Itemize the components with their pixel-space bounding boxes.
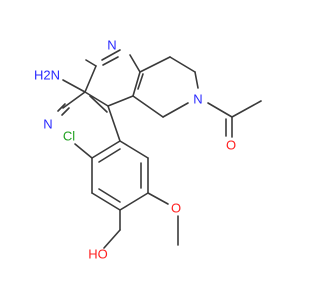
bond <box>74 143 93 159</box>
bond <box>207 102 233 118</box>
bond <box>91 140 121 159</box>
bond <box>107 105 121 142</box>
bond-lines <box>57 49 262 249</box>
amino-group-label: H2N <box>34 68 60 83</box>
bond <box>85 59 97 67</box>
bond <box>132 71 141 97</box>
bond <box>119 192 149 211</box>
bond <box>107 95 134 107</box>
bond <box>119 140 149 159</box>
ring-nitrogen-label: N <box>107 38 116 53</box>
bond <box>101 49 121 61</box>
bond <box>194 71 199 89</box>
bond <box>89 95 108 113</box>
bond <box>137 73 144 90</box>
bond <box>84 91 109 107</box>
bond <box>84 65 97 93</box>
bond <box>98 148 121 163</box>
nitrile-nitrogen-label: N <box>43 117 52 132</box>
hydroxyl-label: HO <box>88 247 108 262</box>
bond <box>129 54 141 73</box>
carbonyl-oxygen-label: O <box>226 138 236 153</box>
bond <box>162 102 189 118</box>
atom-labels: N H2N N N O Cl O HO <box>34 38 236 262</box>
bond <box>147 192 169 205</box>
bond <box>62 91 86 109</box>
bond <box>61 107 70 116</box>
bond <box>98 188 121 203</box>
bond <box>132 95 164 118</box>
methoxy-oxygen-label: O <box>171 201 181 216</box>
bond <box>91 192 121 211</box>
bond <box>139 56 171 73</box>
bond <box>62 79 86 93</box>
bond <box>102 56 119 66</box>
molecule-canvas: N H2N N N O Cl O HO <box>33 37 262 262</box>
bond <box>103 229 121 249</box>
chlorine-label: Cl <box>63 129 75 144</box>
bond <box>57 103 66 112</box>
bond <box>231 100 262 118</box>
amide-nitrogen-label: N <box>193 92 202 107</box>
bond <box>169 56 196 73</box>
molecule-structure: N H2N N N O Cl O HO <box>34 38 262 262</box>
